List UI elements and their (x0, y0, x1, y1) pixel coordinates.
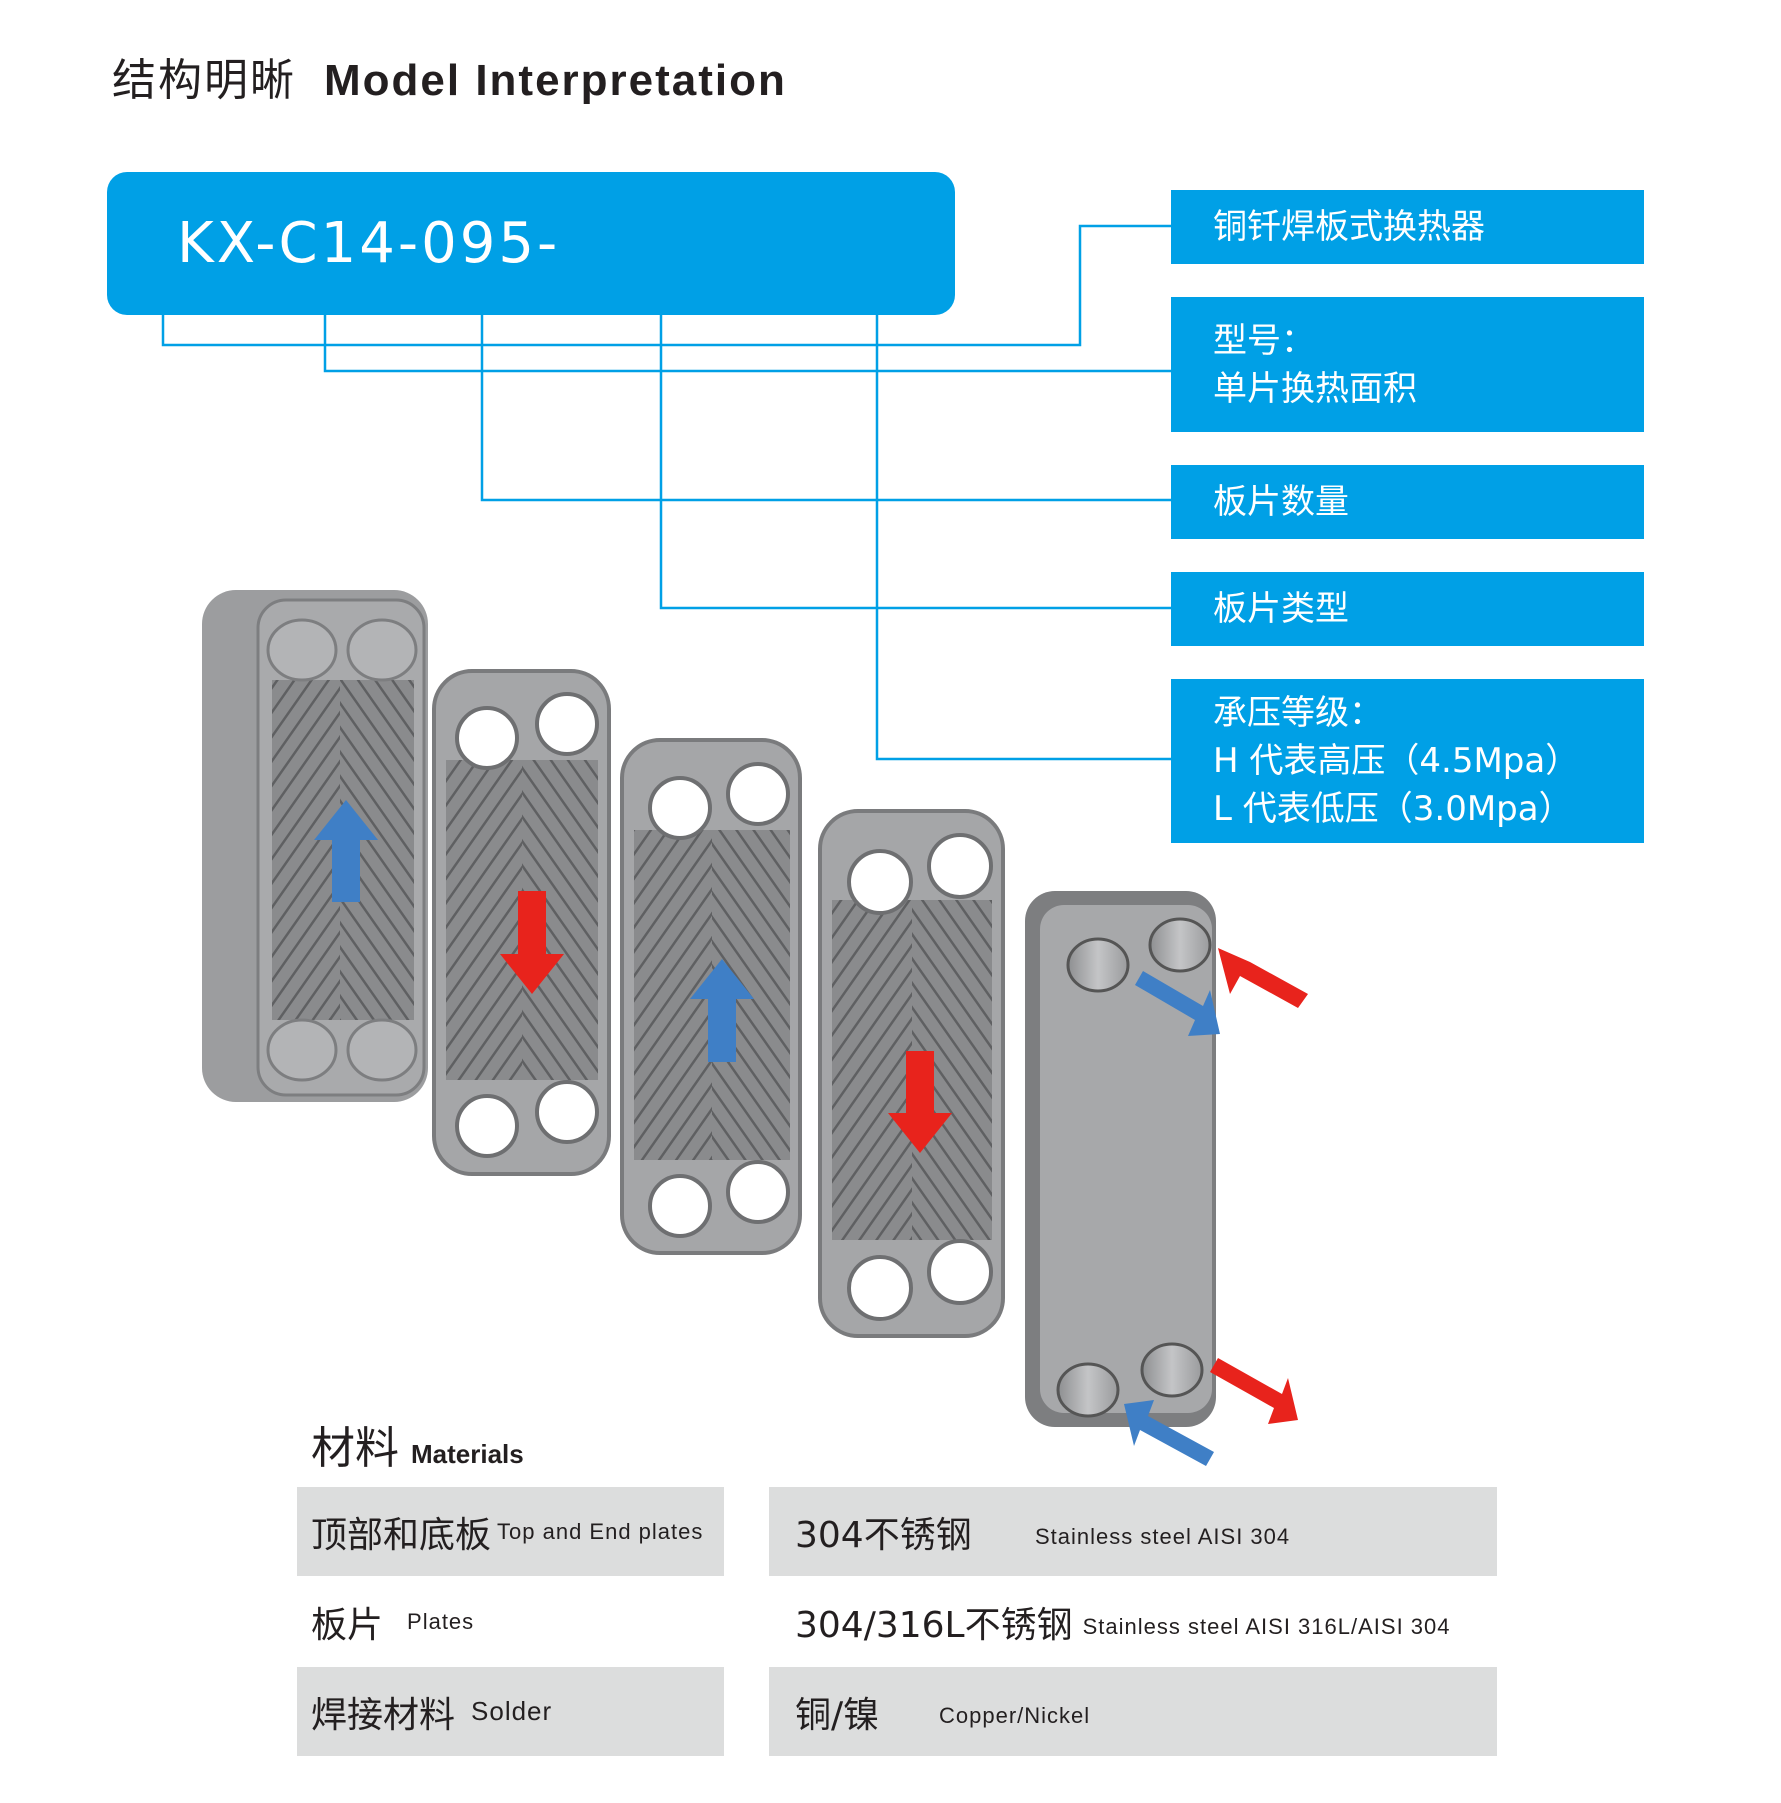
arrow-down-icon (500, 891, 564, 994)
title-cn: 结构明晰 (112, 55, 296, 106)
material-en: Stainless steel AISI 304 (1035, 1523, 1291, 1549)
legend-text: 板片数量 (1213, 482, 1349, 522)
material-part-cell: 焊接材料 Solder (297, 1667, 724, 1756)
part-cn: 板片 (311, 1604, 384, 1646)
part-cn: 焊接材料 (311, 1694, 456, 1736)
part-en: Top and End plates (497, 1518, 704, 1544)
connector-line (161, 224, 1171, 347)
legend-text: 型号： (1213, 320, 1315, 361)
material-en: Copper/Nickel (939, 1702, 1091, 1728)
legend-box-product-type: 铜钎焊板式换热器 (1171, 190, 1644, 264)
arrow-up-icon (690, 959, 754, 1062)
legend-box-pressure-rating: 承压等级： H 代表高压（4.5Mpa） L 代表低压（3.0Mpa） (1171, 679, 1644, 843)
material-part-cell: 板片 Plates (297, 1576, 724, 1667)
legend-box-model-area: 型号： 单片换热面积 (1171, 297, 1644, 432)
title-en: Model Interpretation (324, 56, 787, 105)
legend-box-plate-type: 板片类型 (1171, 572, 1644, 646)
legend-text: L 代表低压（3.0Mpa） (1213, 789, 1573, 829)
legend-text: 板片类型 (1213, 589, 1349, 629)
legend-text: 承压等级： (1213, 693, 1383, 733)
materials-heading: 材料 Materials (311, 1412, 524, 1476)
connector-line (659, 315, 1171, 610)
materials-title-en: Materials (411, 1439, 524, 1469)
connector-line (323, 315, 1171, 373)
part-en: Plates (407, 1608, 475, 1634)
part-en: Solder (471, 1696, 553, 1726)
arrow-in-icon (1218, 948, 1308, 1008)
legend-text: 铜钎焊板式换热器 (1213, 207, 1485, 247)
model-code-box: KX-C14-095-76D(X/H)H(L) (107, 172, 955, 419)
material-cn: 304不锈钢 (795, 1514, 972, 1556)
arrow-in-icon (1124, 1400, 1214, 1466)
page-title: 结构明晰 Model Interpretation (112, 44, 787, 108)
material-value-cell: 铜/镍 Copper/Nickel (769, 1667, 1497, 1756)
arrow-down-icon (888, 1051, 952, 1153)
arrow-out-icon (1135, 971, 1220, 1036)
end-plate (1025, 891, 1216, 1427)
arrow-out-icon (1210, 1358, 1298, 1424)
material-value-cell: 304不锈钢 Stainless steel AISI 304 (769, 1487, 1497, 1576)
part-cn: 顶部和底板 (311, 1514, 492, 1556)
materials-title-cn: 材料 (311, 1423, 399, 1474)
flow-arrows (314, 800, 1308, 1466)
material-cn: 304/316L不锈钢 (795, 1604, 1073, 1646)
material-cn: 铜/镍 (795, 1694, 880, 1736)
arrow-up-icon (314, 800, 378, 902)
connector-line (480, 315, 1171, 502)
legend-text: H 代表高压（4.5Mpa） (1213, 741, 1580, 781)
legend-box-plate-count: 板片数量 (1171, 465, 1644, 539)
material-en: Stainless steel AISI 316L/AISI 304 (1082, 1613, 1451, 1639)
top-plate (202, 590, 428, 1102)
material-value-cell: 304/316L不锈钢 Stainless steel AISI 316L/AIS… (769, 1576, 1497, 1667)
legend-text: 单片换热面积 (1213, 368, 1417, 409)
connector-line (875, 315, 1171, 761)
